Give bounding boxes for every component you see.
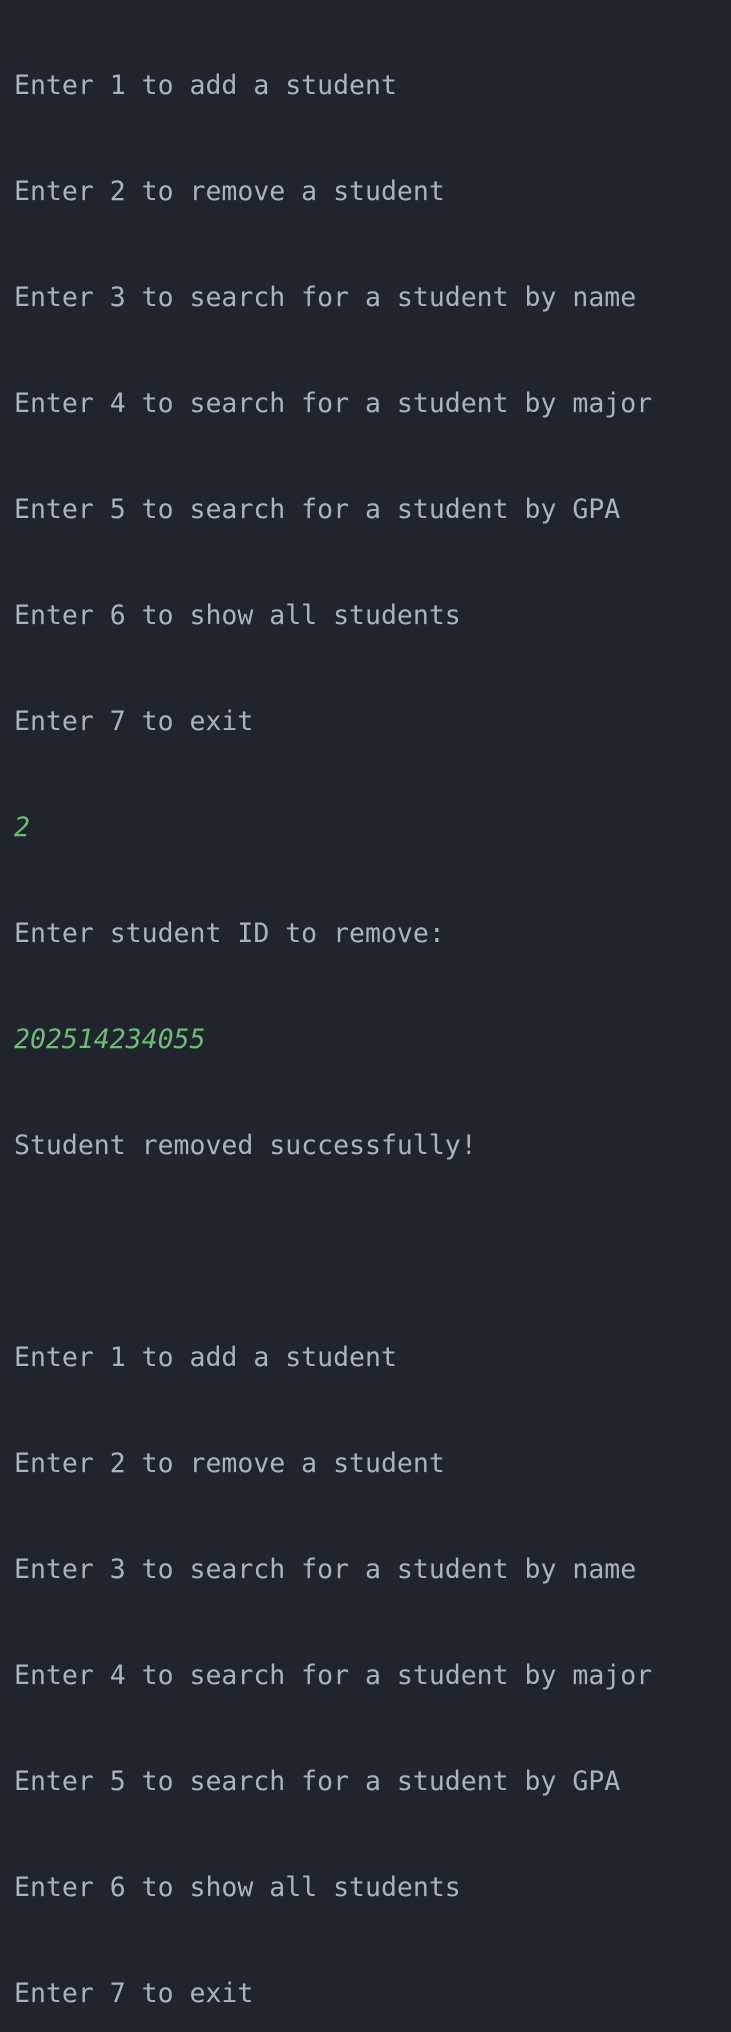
terminal-line-menu-show-all: Enter 6 to show all students bbox=[14, 1872, 461, 1903]
terminal-line-menu-show-all: Enter 6 to show all students bbox=[14, 600, 461, 631]
terminal-line-menu-search-major: Enter 4 to search for a student by major bbox=[14, 1660, 653, 1691]
terminal-line-id-prompt: Enter student ID to remove: bbox=[14, 918, 445, 949]
terminal-line-menu-add: Enter 1 to add a student bbox=[14, 70, 397, 101]
terminal-line-menu-remove: Enter 2 to remove a student bbox=[14, 176, 445, 207]
terminal-line-menu-remove: Enter 2 to remove a student bbox=[14, 1448, 445, 1479]
terminal-line-menu-search-gpa: Enter 5 to search for a student by GPA bbox=[14, 494, 621, 525]
terminal-line-menu-add: Enter 1 to add a student bbox=[14, 1342, 397, 1373]
terminal-line-menu-search-name: Enter 3 to search for a student by name bbox=[14, 1554, 637, 1585]
terminal-line-blank bbox=[14, 1230, 731, 1274]
terminal-line-removed-success: Student removed successfully! bbox=[14, 1130, 477, 1161]
user-input-student-id: 202514234055 bbox=[14, 1024, 206, 1055]
terminal-line-menu-search-gpa: Enter 5 to search for a student by GPA bbox=[14, 1766, 621, 1797]
user-input-choice: 2 bbox=[14, 812, 30, 843]
terminal-line-menu-search-major: Enter 4 to search for a student by major bbox=[14, 388, 653, 419]
terminal-line-menu-exit: Enter 7 to exit bbox=[14, 1978, 254, 2009]
terminal-line-menu-exit: Enter 7 to exit bbox=[14, 706, 254, 737]
terminal-line-menu-search-name: Enter 3 to search for a student by name bbox=[14, 282, 637, 313]
